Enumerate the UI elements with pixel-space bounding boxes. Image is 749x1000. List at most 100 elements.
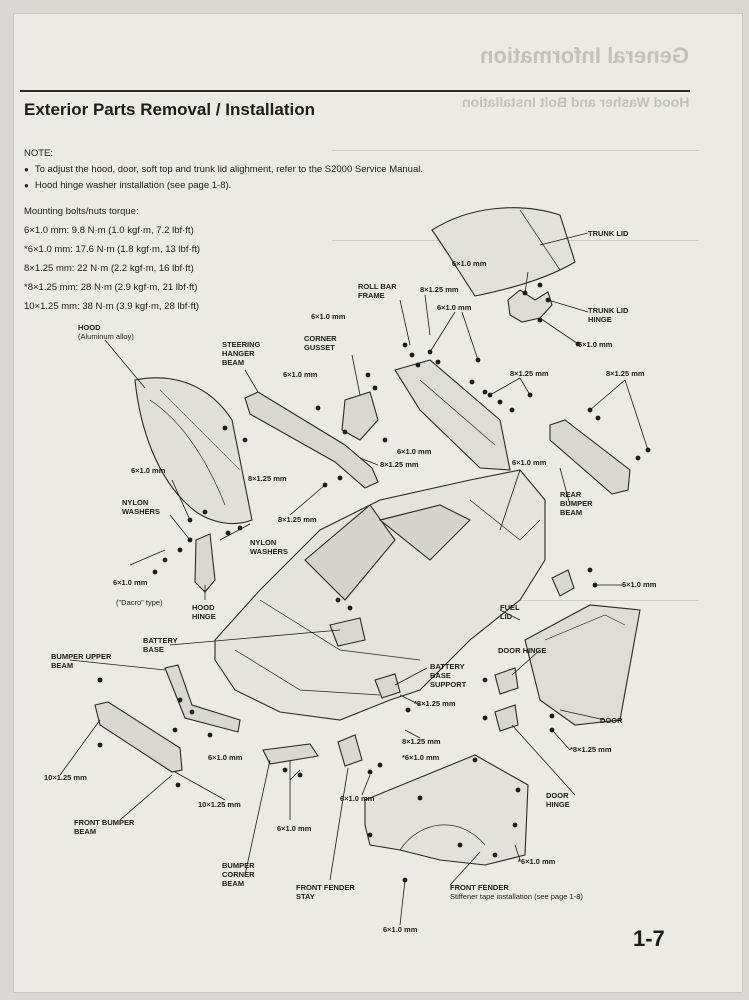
label-bumper-upper-beam: BUMPER UPPER BEAM [51,652,111,670]
label-nylon-washers: NYLON WASHERS [250,538,288,556]
label-line: BUMPER UPPER [51,652,112,661]
bumper-upper-beam-drawing [164,664,241,733]
label-line: BUMPER [560,499,593,508]
trunk-lid-hinge-drawing [507,289,553,323]
door-drawing [524,604,641,726]
fastener-callout: *8×1.25 mm [570,745,612,754]
label-bumper-corner-beam: BUMPER CORNER BEAM [222,861,255,888]
door-hinge-drawing [494,704,519,732]
front-fender-drawing [364,754,529,866]
fastener-callout: 6×1.0 mm [340,794,375,803]
section-title: Exterior Parts Removal / Installation [24,100,315,119]
fastener-callout: 8×1.25 mm [278,515,317,524]
label-battery-base: BATTERY BASE [143,636,178,654]
fastener-callout: 6×1.0 mm [311,312,346,321]
hood-hinge-drawing [194,533,216,593]
label-line: LID [500,612,513,621]
label-line: WASHERS [250,547,288,556]
label-line: ROLL BAR [358,282,397,291]
bleed-through-line [332,150,699,151]
fastener-callout: *6×1.0 mm [518,857,556,866]
fastener-callout: 8×1.25 mm [380,460,419,469]
label-line: FUEL [500,603,520,612]
header-rule [20,90,690,92]
label-line: BATTERY [430,662,465,671]
label-line: BUMPER [222,861,255,870]
fuel-lid-drawing [551,569,575,597]
torque-spec: 6×1.0 mm: 9.8 N·m (1.0 kgf·m, 7.2 lbf·ft… [24,225,194,236]
label-front-fender: FRONT FENDER Stiffener tape installation… [450,883,583,901]
label-door-hinge: DOOR HINGE [546,791,570,809]
torque-heading: Mounting bolts/nuts torque: [24,206,139,217]
label-line: FRONT FENDER [296,883,355,892]
label-battery-base-support: BATTERY BASE SUPPORT [430,662,466,689]
label-line: BEAM [222,879,245,888]
label-rear-bumper-beam: REAR BUMPER BEAM [560,490,593,517]
label-line: HOOD [192,603,215,612]
corner-gusset-drawing [341,391,379,441]
note-item: To adjust the hood, door, soft top and t… [24,162,423,178]
label-line: GUSSET [304,343,335,352]
label-line: CORNER [304,334,337,343]
fastener-callout: 10×1.25 mm [198,800,241,809]
fastener-callout: 6×1.0 mm [437,303,472,312]
steering-hanger-beam-drawing [244,391,379,489]
fastener-callout: 6×1.0 mm [283,370,318,379]
label-line: STEERING [222,340,261,349]
label-line: FRAME [358,291,385,300]
torque-block: Mounting bolts/nuts torque: 6×1.0 mm: 9.… [24,202,200,316]
battery-base-support-drawing [374,673,401,699]
label-line: TRUNK LID [588,306,629,315]
fastener-callout: 6×1.0 mm [622,580,657,589]
label-line: BASE [430,671,451,680]
label-line: BATTERY [143,636,178,645]
label-line: HOOD [78,323,101,332]
fastener-callout: *6×1.0 mm [402,753,440,762]
note-item: Hood hinge washer installation (see page… [24,178,423,194]
label-line: HINGE [192,612,216,621]
label-door-hinge: DOOR HINGE [498,646,547,655]
label-line: NYLON [122,498,149,507]
torque-spec: 8×1.25 mm: 22 N·m (2.2 kgf·m, 16 lbf·ft) [24,263,194,274]
label-door: DOOR [600,716,623,725]
fastener-callout: 6×1.0 mm [578,340,613,349]
fastener-callout: *8×1.25 mm [414,699,456,708]
fastener-callout: 8×1.25 mm [420,285,459,294]
torque-spec: *8×1.25 mm: 28 N·m (2.9 kgf·m, 21 lbf·ft… [24,282,198,293]
fastener-callout: 8×1.25 mm [402,737,441,746]
note-heading: NOTE: [24,148,54,159]
car-body-drawing [214,469,546,721]
battery-base-drawing [329,617,366,647]
label-line: NYLON [250,538,277,547]
fastener-callout: 6×1.0 mm [131,466,166,475]
rear-bumper-beam-drawing [549,419,631,495]
label-nylon-washers: NYLON WASHERS [122,498,160,516]
door-hinge-drawing [494,667,519,695]
fastener-callout: 8×1.25 mm [606,369,645,378]
label-line: WASHERS [122,507,160,516]
fastener-callout: 6×1.0 mm [452,259,487,268]
label-steering-hanger-beam: STEERING HANGER BEAM [222,340,260,367]
trunk-lid-drawing [431,207,576,297]
label-line: Stiffener tape installation (see page 1-… [450,892,583,901]
fastener-callout: 6×1.0 mm [383,925,418,934]
label-line: BEAM [51,661,74,670]
label-line: HINGE [546,800,570,809]
fastener-callout: 8×1.25 mm [510,369,549,378]
label-hood-hinge: HOOD HINGE [192,603,216,621]
fastener-callout: 6×1.0 mm [208,753,243,762]
label-line: FRONT FENDER [450,883,509,892]
torque-spec: *6×1.0 mm: 17.6 N·m (1.8 kgf·m, 13 lbf·f… [24,244,201,255]
label-line: CORNER [222,870,255,879]
fastener-callout: 6×1.0 mm [397,447,432,456]
torque-spec: 10×1.25 mm: 38 N·m (3.9 kgf·m, 28 lbf·ft… [24,301,200,312]
label-line: FRONT BUMPER [74,818,135,827]
hood-drawing [134,377,253,524]
label-line: HINGE [588,315,612,324]
label-fuel-lid: FUEL LID [500,603,520,621]
label-trunk-lid-hinge: TRUNK LID HINGE [588,306,628,324]
label-line: DOOR [546,791,569,800]
label-line: STAY [296,892,315,901]
label-front-fender-stay: FRONT FENDER STAY [296,883,355,901]
